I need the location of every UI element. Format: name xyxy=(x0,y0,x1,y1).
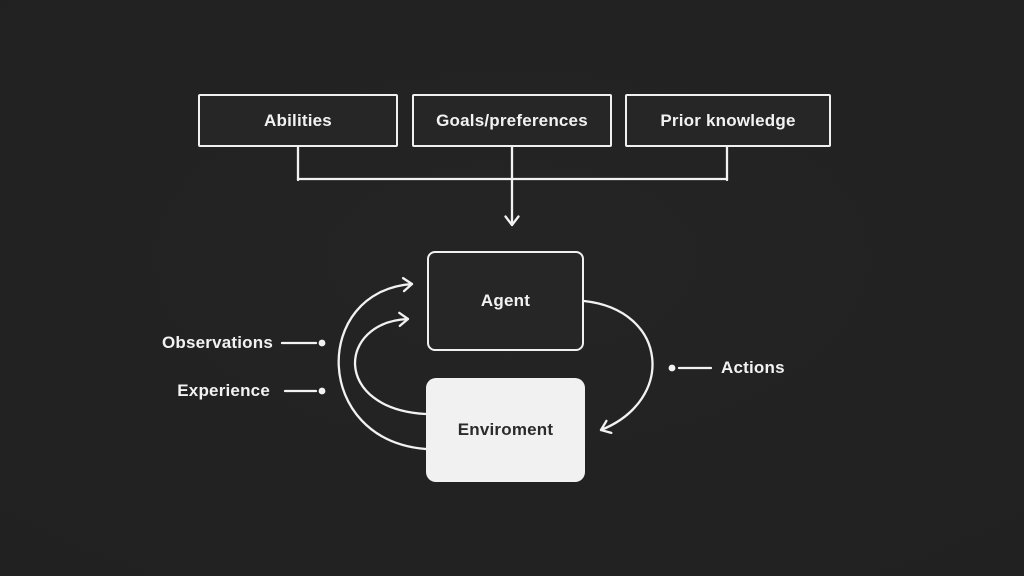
abilities-label: Abilities xyxy=(264,110,332,130)
goals-preferences-box: Goals/preferences xyxy=(412,94,612,147)
environment-to-agent-outer-curve xyxy=(337,276,428,451)
actions-annotation: Actions xyxy=(721,358,785,377)
agent-label: Agent xyxy=(480,291,531,310)
observations-leader-dot xyxy=(318,339,326,347)
environment-to-agent-inner-curve xyxy=(353,311,428,416)
actions-leader-dot xyxy=(668,364,676,372)
environment-label: Enviroment xyxy=(457,420,554,439)
observations-annotation: Observations xyxy=(161,333,273,352)
prior-knowledge-box: Prior knowledge xyxy=(625,94,831,147)
experience-leader-dot xyxy=(318,387,326,395)
prior-knowledge-label: Prior knowledge xyxy=(660,110,796,130)
experience-annotation: Experience xyxy=(177,381,270,400)
goals-preferences-label: Goals/preferences xyxy=(436,110,588,130)
abilities-box: Abilities xyxy=(198,94,398,147)
agent-to-environment-curve xyxy=(582,299,654,435)
agent-box: Agent xyxy=(427,251,584,351)
environment-box: Enviroment xyxy=(426,378,585,482)
